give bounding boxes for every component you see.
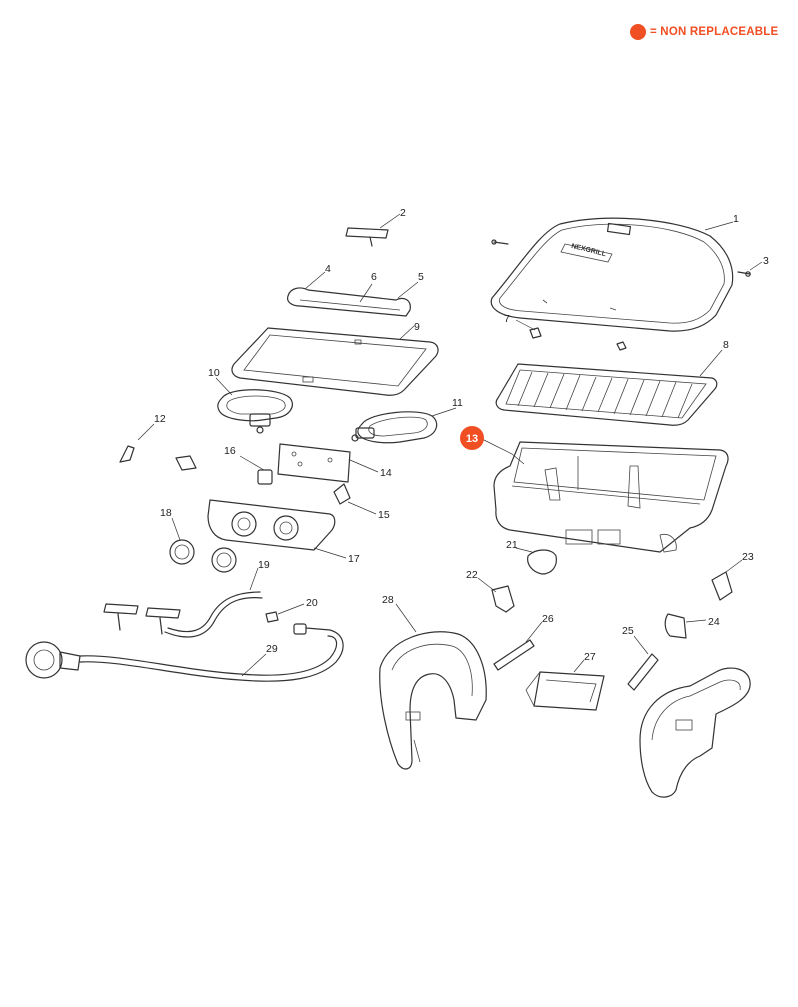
- callout-1: 1: [733, 213, 739, 225]
- non-replaceable-marker-icon: [630, 24, 646, 40]
- part-control-panel[interactable]: [207, 499, 336, 551]
- callout-22: 22: [466, 569, 478, 581]
- part-valve-clip[interactable]: [333, 483, 351, 505]
- callout-11: 11: [452, 397, 463, 409]
- callout-16: 16: [224, 445, 236, 457]
- callout-17: 17: [348, 553, 360, 565]
- callout-25: 25: [622, 625, 634, 637]
- callout-12: 12: [154, 413, 166, 425]
- callout-5: 5: [418, 271, 424, 283]
- part-rod-left[interactable]: [493, 639, 535, 671]
- part-leg-left[interactable]: [379, 631, 487, 770]
- part-handle[interactable]: [287, 287, 411, 317]
- lid-logo-text: NEXGRILL: [571, 243, 608, 259]
- callout-27: 27: [584, 651, 596, 663]
- part-heat-shield[interactable]: [527, 549, 557, 575]
- callout-29: 29: [266, 643, 278, 655]
- part-burner-left[interactable]: [217, 389, 293, 434]
- part-lid-screw[interactable]: [737, 271, 751, 277]
- part-control-knobs[interactable]: [169, 539, 237, 573]
- legend-text: = NON REPLACEABLE: [650, 26, 779, 38]
- callout-26: 26: [542, 613, 554, 625]
- part-lid[interactable]: NEXGRILL: [490, 217, 734, 332]
- callout-15: 15: [378, 509, 390, 521]
- part-burner-right[interactable]: [351, 411, 438, 444]
- part-side-bracket-left[interactable]: [491, 585, 515, 613]
- part-rod-right[interactable]: [627, 653, 659, 691]
- callout-20: 20: [306, 597, 318, 609]
- part-regulator-hose[interactable]: [25, 623, 344, 682]
- part-grease-tray[interactable]: [525, 671, 605, 711]
- part-lid-frame[interactable]: [231, 327, 439, 396]
- part-lid-bolt[interactable]: [491, 239, 509, 245]
- part-latch[interactable]: [664, 613, 687, 639]
- callout-28: 28: [382, 594, 394, 606]
- callout-9: 9: [414, 321, 420, 333]
- callout-7: 7: [504, 313, 510, 325]
- legend: = NON REPLACEABLE: [630, 23, 778, 41]
- part-lid-handle-cap[interactable]: [345, 227, 389, 247]
- callout-19: 19: [258, 559, 270, 571]
- callout-24: 24: [708, 616, 720, 628]
- callout-21: 21: [506, 539, 518, 551]
- callout-18: 18: [160, 507, 172, 519]
- callout-8: 8: [723, 339, 729, 351]
- highlight-marker-icon: [460, 426, 484, 450]
- part-valve-manifold[interactable]: [103, 591, 263, 638]
- part-side-bracket-right[interactable]: [711, 571, 733, 601]
- callout-4: 4: [325, 263, 331, 275]
- part-igniter-switch[interactable]: [257, 469, 273, 485]
- part-firebox[interactable]: [493, 441, 729, 553]
- callout-14: 14: [380, 467, 392, 479]
- callout-23: 23: [742, 551, 754, 563]
- part-leg-right[interactable]: [639, 667, 751, 798]
- callout-6: 6: [371, 271, 377, 283]
- part-hinge-clip[interactable]: [529, 327, 627, 351]
- part-cooking-grate[interactable]: [495, 363, 718, 426]
- part-pins[interactable]: [119, 445, 197, 471]
- callout-3: 3: [763, 255, 769, 267]
- part-control-bracket[interactable]: [277, 443, 351, 483]
- callout-2: 2: [400, 207, 406, 219]
- callout-13-highlighted: 13: [466, 433, 478, 445]
- callout-10: 10: [208, 367, 220, 379]
- part-hose-clip[interactable]: [265, 611, 279, 623]
